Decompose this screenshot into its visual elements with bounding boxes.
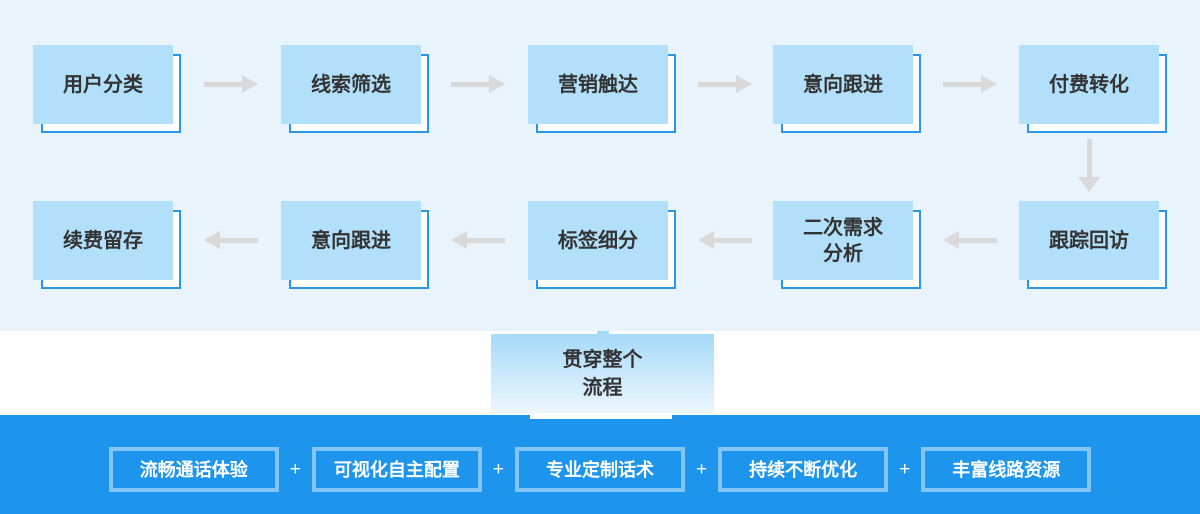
feature-label: 流畅通话体验 [139,460,248,480]
flow-step-intent-follow-up: 意向跟进 [773,45,921,133]
flow-step-label: 用户分类 [63,73,143,96]
arrow-left-icon [204,231,258,249]
flow-step-label: 线索筛选 [311,73,391,96]
flow-step-label: 意向跟进 [803,73,883,96]
flow-step-marketing-reach: 营销触达 [528,45,676,133]
arrow-left-icon [698,231,752,249]
arrow-right-icon [451,75,505,93]
flow-step-user-classification: 用户分类 [33,45,181,133]
feature-smooth-call-experience: 流畅通话体验 [108,446,279,492]
plus-separator: + [696,458,708,480]
flow-step-intent-follow-up-2: 意向跟进 [281,201,429,289]
flow-step-label: 二次需求 分析 [803,216,883,265]
flow-step-label: 意向跟进 [311,229,391,252]
feature-label: 持续不断优化 [749,460,858,480]
flow-step-label: 营销触达 [558,73,638,96]
feature-label: 可视化自主配置 [333,460,460,480]
flow-step-follow-up-visit: 跟踪回访 [1019,201,1167,289]
feature-rich-line-resources: 丰富线路资源 [921,446,1092,492]
arrow-left-icon [943,231,997,249]
flow-step-label: 付费转化 [1049,73,1129,96]
flow-step-secondary-demand-analysis: 二次需求 分析 [773,201,921,289]
flow-step-label: 跟踪回访 [1049,229,1129,252]
arrow-down-icon [1078,139,1100,192]
plus-separator: + [289,458,301,480]
flow-step-label: 标签细分 [558,229,638,252]
feature-label: 专业定制话术 [546,460,654,480]
plus-separator: + [492,458,504,480]
feature-visual-self-configuration: 可视化自主配置 [311,446,482,492]
arrow-left-icon [451,231,505,249]
arrow-right-icon [204,75,258,93]
flow-step-renewal-retention: 续费留存 [33,201,181,289]
arrow-right-icon [698,75,752,93]
flow-step-lead-screening: 线索筛选 [281,45,429,133]
flow-step-tag-segmentation: 标签细分 [528,201,676,289]
center-note-label: 贯穿整个 流程 [562,348,643,399]
features-bar: 流畅通话体验 + 可视化自主配置 + 专业定制话术 + 持续不断优化 + 丰富线… [0,415,1200,514]
feature-label: 丰富线路资源 [952,460,1061,480]
center-note-box: 贯穿整个 流程 [491,331,714,413]
flow-step-paid-conversion: 付费转化 [1019,45,1167,133]
feature-continuous-optimization: 持续不断优化 [718,446,889,492]
flow-step-label: 续费留存 [63,229,143,252]
note-bottom-notch [530,413,672,419]
arrow-right-icon [943,75,997,93]
flow-diagram-section: 用户分类 线索筛选 营销触达 意向跟进 付费转化 [0,0,1200,331]
plus-separator: + [899,458,911,480]
feature-professional-custom-scripts: 专业定制话术 [515,446,685,492]
note-top-tab [596,331,609,334]
